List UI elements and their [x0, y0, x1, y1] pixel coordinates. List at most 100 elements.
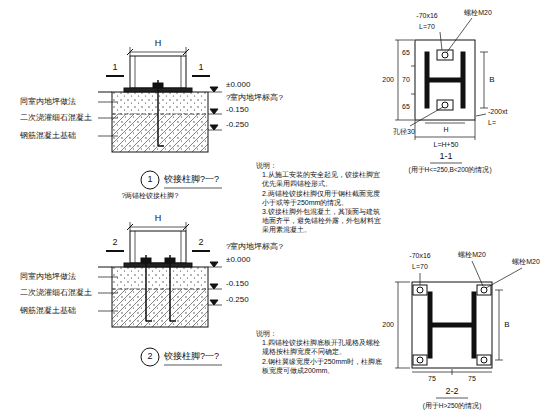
dimension: B: [504, 320, 509, 330]
foundation-elevation: [98, 102, 118, 103]
part-label: L=70: [419, 23, 435, 32]
callout-text: 钢筋混凝土基础: [20, 131, 76, 141]
note-text: 2.钢柱翼缘宽度小于250mm时，柱脚底板宽度可做成200mm。: [262, 358, 384, 376]
foundation-elevation: [98, 47, 222, 152]
base-plate-section: [472, 261, 483, 286]
dimension: H: [155, 213, 162, 224]
section-number: 2: [112, 237, 117, 248]
base-plate-section: [420, 273, 421, 285]
base-plate-section: [417, 357, 423, 363]
dimension: 65: [402, 103, 410, 112]
elevation: -0.150: [226, 279, 249, 289]
detail-number-circle: [164, 188, 222, 189]
foundation-elevation: [98, 222, 222, 327]
elevation: ±0.000: [226, 80, 250, 90]
foundation-elevation: [112, 92, 208, 114]
dimension: H: [155, 38, 162, 49]
note-heading: 说明：: [256, 162, 277, 171]
foundation-elevation: [130, 47, 131, 56]
base-plate-section: [432, 323, 472, 327]
section-title: 2-2: [445, 386, 458, 397]
foundation-elevation: [98, 92, 112, 93]
note-text: 3.铰接柱脚外包混凝土，其顶面与建筑地面齐平，避免锚栓外露，外包材料宜采用素混凝…: [262, 208, 384, 234]
anchor-bolt: [153, 80, 164, 146]
dimension: B: [489, 75, 494, 85]
part-label: -70x16: [409, 252, 430, 261]
section-note: (用于H<=250,B<200的情况): [408, 166, 491, 174]
part-label: -200xt: [488, 108, 507, 117]
dimension: 200: [382, 76, 394, 85]
base-plate-section: [398, 40, 399, 120]
section-note: (用于H>250的情况): [423, 402, 482, 410]
elevation: ±0.000: [226, 255, 250, 265]
section-title: 1-1: [439, 151, 452, 162]
base-plate-section: [412, 282, 492, 368]
part-label: L=70: [412, 263, 428, 272]
base-plate-section: [495, 360, 503, 361]
elevation: -0.250: [226, 120, 249, 130]
foundation-elevation: [112, 114, 208, 115]
callout-text: 同室内地坪做法: [20, 97, 76, 107]
callout-text: 二次浇灌细石混凝土: [20, 288, 92, 298]
base-plate-section: [461, 52, 465, 108]
foundation-elevation: [210, 87, 218, 92]
base-plate-section: [428, 292, 432, 358]
part-label: -70x16: [416, 12, 437, 21]
base-plate-section: [484, 52, 485, 108]
elevation: -0.150: [226, 105, 249, 115]
callout-text: 同室内地坪做法: [20, 272, 76, 282]
callout-text: 二次浇灌细石混凝土: [20, 113, 92, 123]
callout-text: ?室内地坪标高?: [226, 242, 283, 252]
elevation: -0.250: [226, 295, 249, 305]
note-heading: 说明：: [256, 330, 277, 339]
foundation-elevation: [208, 92, 222, 93]
base-plate-section: [395, 368, 410, 369]
base-plate-section: [411, 94, 415, 95]
detail-number-circle: [141, 348, 159, 366]
detail-number-circle: [141, 171, 222, 366]
section-mark: [192, 250, 210, 252]
base-plate-section: [395, 120, 414, 121]
base-plate-section: [440, 32, 442, 50]
base-plate-section: [480, 108, 488, 109]
base-plate-section: [437, 100, 453, 110]
foundation-elevation: [112, 114, 208, 152]
section-number: 1: [198, 62, 203, 73]
base-plate-section: [499, 290, 500, 360]
base-plate-section: [480, 52, 488, 53]
base-plate-section: [476, 114, 486, 116]
dimension: 70: [402, 76, 410, 85]
dimension: 65: [402, 49, 410, 58]
section-mark: [106, 250, 124, 252]
anchor-bolt: [169, 255, 171, 321]
note-text: 1.四锚栓铰接柱脚底板开孔规格及螺栓规格按柱脚宽度不同确定。: [262, 339, 384, 357]
base-plate-section: [477, 355, 491, 365]
anchor-bolt: [157, 80, 159, 146]
base-plate-section: [437, 50, 453, 60]
note-text: 1.从施工安装的安全起见，铰接柱脚宜优先采用四锚栓形式。: [262, 171, 384, 189]
section-mark: [106, 75, 124, 77]
foundation-elevation: [208, 130, 222, 131]
base-plate-section: [442, 52, 448, 58]
base-plate-section: [413, 355, 427, 365]
base-plate-section: [413, 285, 427, 295]
callout-text: ?室内地坪标高?: [226, 93, 283, 103]
anchor-bolt: [145, 255, 147, 321]
foundation-elevation: [210, 109, 218, 114]
section-mark: [106, 76, 210, 251]
anchor-bolt: [146, 320, 152, 322]
base-plate-section: [395, 18, 488, 163]
detail-number-circle: [164, 365, 222, 366]
base-plate-section: [395, 282, 410, 283]
detail-title: 铰接柱脚?一?: [164, 351, 219, 362]
anchor-bolt: [158, 145, 164, 147]
base-plate-section: [429, 78, 461, 82]
foundation-elevation: [181, 56, 182, 88]
part-label: 螺栓M20: [512, 258, 540, 267]
foundation-elevation: [135, 56, 136, 88]
base-plate-section: [415, 137, 475, 138]
dimension: 75: [428, 375, 436, 384]
base-plate-section: [425, 52, 429, 108]
foundation-elevation: [130, 56, 186, 88]
anchor-bolt: [153, 83, 163, 88]
